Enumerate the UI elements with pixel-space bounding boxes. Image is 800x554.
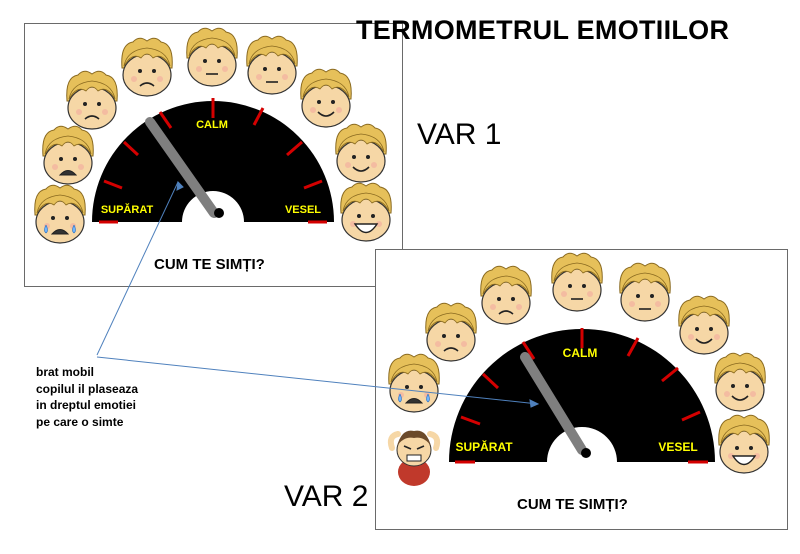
face-smile-icon	[335, 123, 387, 183]
face-laughing-icon	[340, 182, 392, 242]
variant-label-2: VAR 2	[284, 480, 369, 513]
needle-pivot-var1	[214, 208, 224, 218]
gauge-ticks-var1	[99, 98, 327, 224]
face-sad-icon	[66, 70, 118, 130]
face-sad-icon	[121, 37, 173, 97]
faces-var2	[387, 252, 770, 486]
label-vesel-var2: VESEL	[658, 440, 697, 454]
label-vesel-var1: VESEL	[285, 204, 321, 216]
face-smile-icon	[714, 352, 766, 412]
page-title: TERMOMETRUL EMOTIILOR	[356, 15, 730, 45]
question-var1: CUM TE SIMȚI?	[154, 256, 265, 273]
face-neutral-icon	[551, 252, 603, 312]
angry-child-icon	[387, 430, 441, 486]
face-neutral-icon	[186, 27, 238, 87]
face-neutral-icon	[619, 262, 671, 322]
needle-var2[interactable]	[520, 352, 587, 455]
gauge-ticks-var2	[455, 328, 708, 464]
face-sad-icon	[425, 302, 477, 362]
annotation-arrows	[96, 180, 540, 408]
face-sad-icon	[480, 265, 532, 325]
label-suparat-var2: SUPĂRAT	[455, 439, 513, 454]
variant-label-1: VAR 1	[417, 118, 502, 151]
face-neutral-icon	[246, 35, 298, 95]
label-suparat-var1: SUPĂRAT	[101, 203, 154, 216]
face-crying-icon	[34, 184, 86, 244]
needle-pivot-var2	[581, 448, 591, 458]
face-crying-icon	[388, 353, 440, 413]
question-var2: CUM TE SIMȚI?	[517, 496, 628, 513]
label-calm-var2: CALM	[563, 346, 598, 360]
needle-var1[interactable]	[145, 117, 219, 218]
face-smile-icon	[300, 68, 352, 128]
gauge-var2	[449, 328, 715, 464]
gauge-var1	[92, 98, 334, 224]
label-calm-var1: CALM	[196, 119, 228, 131]
annotation-note: brat mobil copilul il plaseaza in dreptu…	[36, 365, 139, 429]
face-smile-icon	[678, 295, 730, 355]
face-laughing-icon	[718, 414, 770, 474]
face-upset-icon	[42, 125, 94, 185]
